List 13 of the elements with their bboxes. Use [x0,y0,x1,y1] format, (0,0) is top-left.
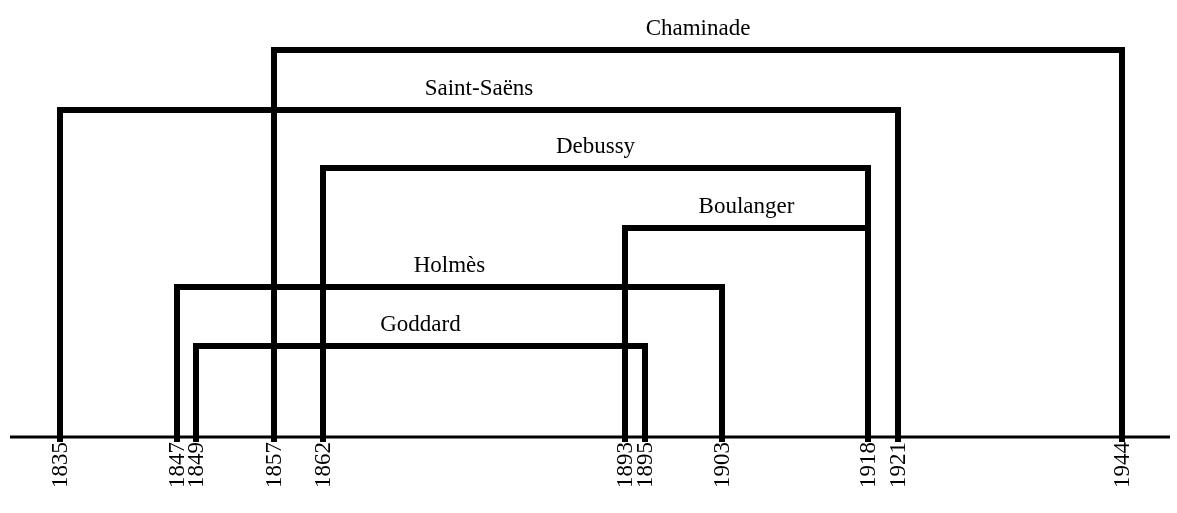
year-label: 1918 [856,442,880,488]
year-label: 1857 [262,442,286,488]
lifespan-bracket [193,343,648,442]
lifespan-bracket [622,225,871,442]
lifespan-bracket [320,165,871,442]
year-label: 1944 [1110,442,1134,488]
year-label: 1921 [886,442,910,488]
year-label: 1903 [710,442,734,488]
lifespan-bracket [174,284,725,442]
lifespan-bracket [271,47,1125,442]
year-label: 1862 [311,442,335,488]
lifespan-bracket [57,107,901,442]
year-label: 1835 [48,442,72,488]
